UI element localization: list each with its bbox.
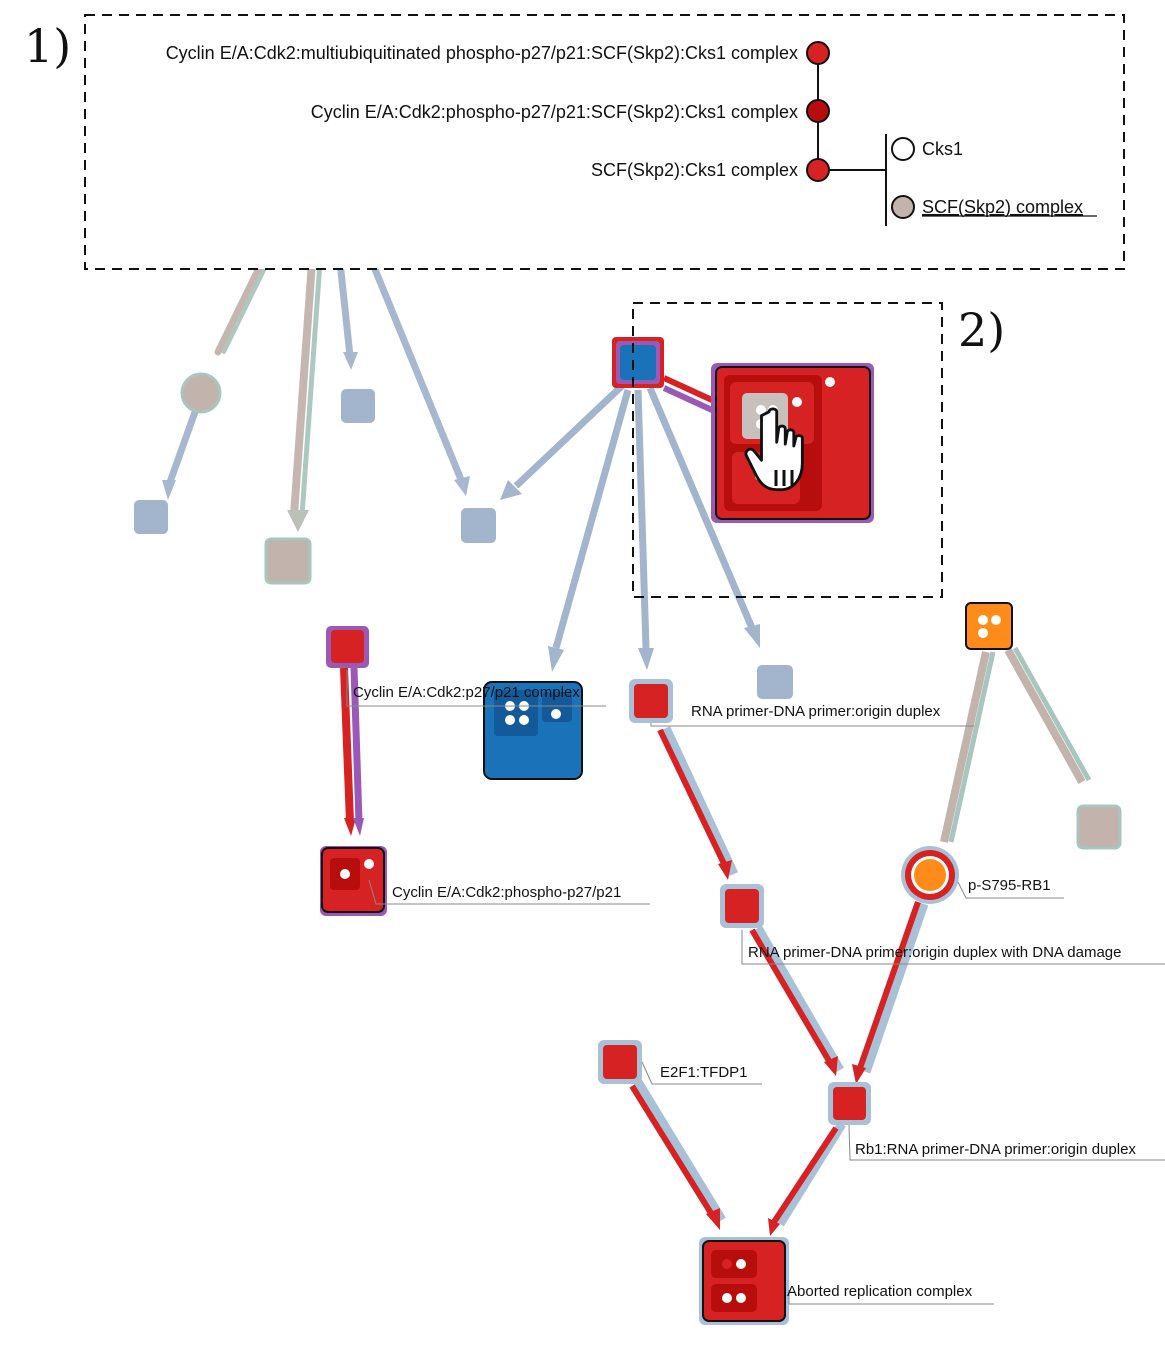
- hierarchy-label-scf-cks1[interactable]: SCF(Skp2):Cks1 complex: [591, 160, 798, 180]
- hierarchy-node-phospho[interactable]: [806, 99, 830, 123]
- faded-protein-node[interactable]: [134, 500, 168, 534]
- rb1-duplex-label: Rb1:RNA primer-DNA primer:origin duplex: [855, 1141, 1136, 1158]
- aborted-complex-node[interactable]: [699, 1237, 789, 1325]
- hub-node[interactable]: [612, 337, 664, 388]
- e2f1-node[interactable]: [598, 1040, 642, 1084]
- orange-complex-node[interactable]: [965, 602, 1013, 650]
- hierarchy-label-cks1[interactable]: Cks1: [922, 139, 963, 159]
- rna-duplex-label: RNA primer-DNA primer:origin duplex: [691, 703, 941, 720]
- faded-protein-node[interactable]: [461, 508, 496, 543]
- panel-label-2: 2): [958, 303, 1005, 357]
- pointer-hand-icon: [744, 407, 804, 492]
- faded-edges: [162, 258, 470, 532]
- e2f1-label: E2F1:TFDP1: [660, 1064, 748, 1081]
- hierarchy-node-cks1[interactable]: [891, 137, 915, 161]
- hub-edges: [500, 375, 760, 672]
- hierarchy-panel: [84, 14, 1125, 270]
- hierarchy-label-phospho[interactable]: Cyclin E/A:Cdk2:phospho-p27/p21:SCF(Skp2…: [311, 102, 798, 122]
- rna-duplex-node[interactable]: [629, 679, 673, 723]
- faded-protein-node[interactable]: [341, 389, 375, 423]
- aborted-label: Aborted replication complex: [787, 1283, 973, 1300]
- faded-complex-node[interactable]: [180, 372, 222, 414]
- p-rb1-label: p-S795-RB1: [968, 877, 1051, 894]
- expanded-node-panel: [632, 302, 943, 598]
- faded-nodes: [134, 372, 1122, 850]
- hierarchy-node-scf-skp2[interactable]: [891, 195, 915, 219]
- phospho-p27-label: Cyclin E/A:Cdk2:phospho-p27/p21: [392, 884, 621, 901]
- hierarchy-node-scf-cks1[interactable]: [806, 158, 830, 182]
- rna-duplex-damage-label: RNA primer-DNA primer:origin duplex with…: [748, 944, 1121, 961]
- reaction-edges: [629, 726, 929, 1236]
- hierarchy-label-scf-skp2-link[interactable]: SCF(Skp2) complex: [922, 197, 1083, 217]
- hierarchy-node-multiubiquitinated[interactable]: [806, 41, 830, 65]
- cyclin-complex-label: Cyclin E/A:Cdk2:p27/p21 complex: [353, 684, 580, 701]
- faded-complex-node[interactable]: [264, 537, 312, 585]
- p-rb1-node[interactable]: [901, 846, 959, 904]
- orange-edges: [940, 646, 1092, 843]
- rna-duplex-damage-node[interactable]: [720, 884, 764, 928]
- red-source-node[interactable]: [326, 626, 369, 668]
- faded-complex-node[interactable]: [1076, 804, 1122, 850]
- phospho-complex-node[interactable]: [320, 846, 387, 916]
- rb1-duplex-node[interactable]: [828, 1082, 871, 1125]
- panel-label-1: 1): [24, 19, 71, 73]
- phospho-edge: [340, 667, 364, 836]
- node-labels: [346, 670, 1165, 1305]
- hierarchy-tree: [806, 41, 915, 226]
- faded-protein-node[interactable]: [757, 665, 793, 699]
- hierarchy-label-multiubiquitinated[interactable]: Cyclin E/A:Cdk2:multiubiquitinated phosp…: [166, 43, 798, 63]
